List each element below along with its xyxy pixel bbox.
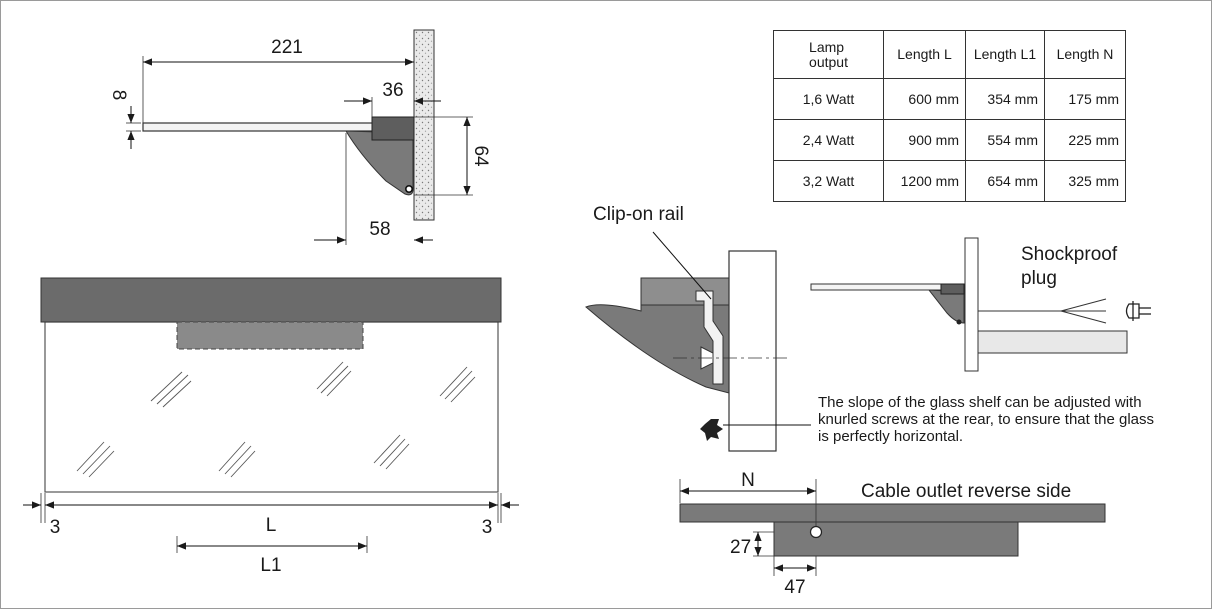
dim-L: L: [266, 515, 277, 536]
cell-lamp-output: 1,6 Watt: [773, 78, 884, 120]
cell-lamp-output: 3,2 Watt: [773, 160, 884, 202]
clip-rail-label: Clip-on rail: [593, 204, 684, 225]
glass-reflections: [76, 361, 476, 478]
rear-shelf: [679, 503, 1106, 523]
cell-length-n: 325 mm: [1044, 160, 1126, 202]
side-view: 221 8 36 64 58: [108, 29, 491, 245]
shelf-edge: [976, 330, 1128, 354]
bracket-block: [371, 116, 415, 141]
dim-36: 36: [382, 80, 403, 101]
adjust-note: The slope of the glass shelf can be adju…: [818, 394, 1154, 445]
plug-detail: Shockproof plug: [810, 237, 1151, 372]
cell-length-n: 225 mm: [1044, 119, 1126, 161]
clip-detail: Clip-on rail: [585, 204, 811, 452]
note-line-3: is perfectly horizontal.: [818, 428, 963, 445]
clip-bracket: [585, 277, 730, 394]
cell-length-l1: 654 mm: [965, 160, 1045, 202]
rear-lamp: [773, 521, 1019, 557]
dim-58: 58: [369, 219, 390, 240]
cell-length-l: 1200 mm: [883, 160, 966, 202]
dim-47: 47: [784, 577, 805, 598]
wall-section: [413, 29, 435, 221]
table-row: 3,2 Watt 1200 mm 654 mm 325 mm: [773, 160, 1126, 202]
dim-left-3: 3: [50, 517, 61, 538]
cell-length-l1: 554 mm: [965, 119, 1045, 161]
header-length-l1: Length L1: [965, 30, 1045, 79]
dim-27: 27: [730, 537, 751, 558]
plug-rod: [810, 283, 948, 291]
glass-shelf: [44, 321, 499, 493]
cell-length-l: 900 mm: [883, 119, 966, 161]
table-row: 1,6 Watt 600 mm 354 mm 175 mm: [773, 78, 1126, 120]
dim-64: 64: [470, 145, 491, 167]
cell-length-n: 175 mm: [1044, 78, 1126, 120]
cell-lamp-output: 2,4 Watt: [773, 119, 884, 161]
knurled-screw-detail: [700, 419, 723, 441]
dim-N: N: [741, 470, 755, 491]
dim-right-3: 3: [482, 517, 493, 538]
knurled-screw: [404, 185, 413, 194]
dim-8: 8: [108, 90, 129, 101]
cell-length-l1: 354 mm: [965, 78, 1045, 120]
wall-panel: [964, 237, 979, 372]
dim-L1: L1: [260, 555, 281, 576]
plug-icon: [1125, 301, 1151, 321]
front-view: 3 3 L L1: [23, 277, 519, 576]
rear-view: N Cable outlet reverse side 27 47: [679, 470, 1106, 598]
lamp-bar: [40, 277, 502, 323]
wall-block: [728, 250, 777, 452]
bracket-hidden: [176, 321, 364, 350]
table-row: 2,4 Watt 900 mm 554 mm 225 mm: [773, 119, 1126, 161]
note-line-2: knurled screws at the rear, to ensure th…: [818, 411, 1154, 428]
header-length-n: Length N: [1044, 30, 1126, 79]
clip-rail-profile: [695, 290, 724, 385]
plug-label-1: Shockproof: [1021, 244, 1118, 265]
dim-221: 221: [271, 37, 303, 58]
lamp-length-table: Lamp output Length L Length L1 Length N …: [773, 30, 1126, 202]
side-bracket: [345, 130, 414, 196]
header-lamp-output: Lamp output: [773, 30, 884, 79]
note-line-1: The slope of the glass shelf can be adju…: [818, 394, 1142, 411]
table-header-row: Lamp output Length L Length L1 Length N: [773, 30, 1126, 79]
cable: [978, 298, 1107, 324]
cell-length-l: 600 mm: [883, 78, 966, 120]
cable-outlet-label: Cable outlet reverse side: [861, 481, 1071, 502]
light-rod: [142, 122, 377, 132]
cable-outlet: [809, 525, 823, 539]
plug-label-2: plug: [1021, 268, 1057, 289]
header-length-l: Length L: [883, 30, 966, 79]
